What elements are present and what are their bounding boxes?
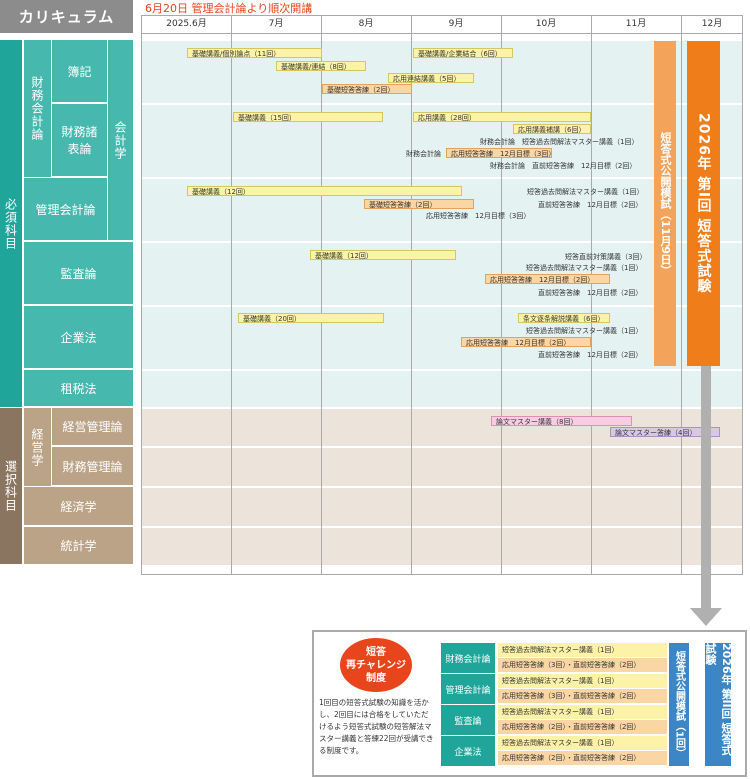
retry-subject: 財務会計論 <box>441 643 495 673</box>
group-financial: 財務会計論 <box>24 40 51 177</box>
group-elective: 選択科目 <box>0 408 22 564</box>
row-tokei <box>142 528 742 565</box>
group-accounting: 会計学 <box>108 40 133 240</box>
retry-item: 短答過去問解法マスター講義（1回） <box>498 705 667 719</box>
month-header: 11月 <box>625 19 647 29</box>
retry-item: 応用短答答練（3回）・直前短答答練（2回） <box>498 689 667 703</box>
retry-badge-line: 制度 <box>366 672 386 684</box>
retry-item: 短答過去問解法マスター講義（1回） <box>498 674 667 688</box>
mock-exam-bar: 短答式公開模試（11月9日） <box>654 41 676 366</box>
group-required: 必須科目 <box>0 40 22 407</box>
month-header: 2025.6月 <box>166 19 207 29</box>
schedule-bar: 応用講義補講（6回） <box>513 124 591 134</box>
schedule-text: 直前短答答練 12月目標（2回） <box>538 289 643 297</box>
schedule-text: 短答過去問解法マスター講義（1回） <box>526 327 643 335</box>
subtitle: 6月20日 管理会計論より順次開講 <box>145 2 313 15</box>
schedule-text: 直前短答答練 12月目標（2回） <box>538 351 643 359</box>
subject-zaimu: 財務諸表論 <box>52 104 107 176</box>
retry-badge-line: 短答 <box>366 646 386 658</box>
subject-keiei-kanri: 経営管理論 <box>52 408 133 445</box>
subject-boki: 簿記 <box>52 40 107 102</box>
month-header: 12月 <box>701 19 723 29</box>
retry-subject: 管理会計論 <box>441 674 495 704</box>
exam-bar: 2026年 第I回 短答式試験 <box>687 41 720 366</box>
retry-subject: 企業法 <box>441 736 495 766</box>
month-header: 7月 <box>268 19 284 29</box>
schedule-bar: 基礎講義（15回） <box>233 112 383 122</box>
retry-item: 応用短答答練（2回）・直前短答答練（2回） <box>498 720 667 734</box>
schedule-bar: 応用短答答練 12月目標（3回） <box>446 148 552 158</box>
month-header: 10月 <box>535 19 557 29</box>
group-management: 経営学 <box>24 408 51 486</box>
schedule-text: 財務会計論 短答過去問解法マスター講義（1回） <box>480 138 639 146</box>
page-title: カリキュラム <box>0 0 133 33</box>
schedule-text: 直前短答答練 12月目標（2回） <box>538 201 643 209</box>
subject-sozei: 租税法 <box>24 370 133 406</box>
schedule-bar: 基礎講義/連結（8回） <box>276 61 366 71</box>
schedule-bar: 応用短答答練 12月目標（2回） <box>485 274 610 284</box>
timeline-grid: 2025.6月 7月 8月 9月 10月 11月 12月 基礎講義/個別論点（1… <box>141 15 743 575</box>
retry-badge-line: 再チャレンジ <box>346 659 406 671</box>
retry-badge: 短答 再チャレンジ 制度 <box>340 638 412 692</box>
schedule-text: 財務会計論 直前短答答練 12月目標（2回） <box>490 162 637 170</box>
row-zaimu-kanri <box>142 448 742 486</box>
schedule-bar: 基礎講義（20回） <box>238 313 384 323</box>
schedule-bar: 基礎講義/企業結合（6回） <box>413 48 513 58</box>
subject-kigyo: 企業法 <box>24 306 133 368</box>
retry-item: 応用短答答練（3回）・直前短答答練（2回） <box>498 658 667 672</box>
retry-item: 短答過去問解法マスター講義（1回） <box>498 643 667 657</box>
schedule-text: 短答過去問解法マスター講義（1回） <box>526 264 643 272</box>
arrow-down-icon <box>701 366 711 609</box>
subject-tokei: 統計学 <box>24 527 133 564</box>
schedule-bar: 条文逐条解説講義（6回） <box>518 313 610 323</box>
schedule-bar: 論文マスター講義（8回） <box>491 416 632 426</box>
retry-exam-bar: 2026年 第II回 短答式試験 <box>704 643 733 766</box>
schedule-bar: 応用講義（28回） <box>413 112 591 122</box>
schedule-bar: 基礎講義/個別論点（11回） <box>187 48 322 58</box>
row-sozei <box>142 371 742 407</box>
month-header: 8月 <box>358 19 374 29</box>
retry-description: 1回目の短答式試験の知識を活かし、2回目には合格をしていただけるよう短答式試験の… <box>319 698 434 755</box>
schedule-bar: 論文マスター答練（4回） <box>610 427 720 437</box>
schedule-text: 短答過去問解法マスター講義（1回） <box>527 188 644 196</box>
schedule-bar: 基礎講義（12回） <box>187 186 462 196</box>
schedule-text: 短答直前対策講義（3回） <box>565 253 647 261</box>
subject-keizai: 経済学 <box>24 487 133 525</box>
schedule-bar: 応用短答答練 12月目標（2回） <box>461 337 591 347</box>
schedule-text: 財務会計論 <box>406 150 441 158</box>
retry-subject: 監査論 <box>441 705 495 735</box>
retry-item: 応用短答答練（2回）・直前短答答練（2回） <box>498 751 667 765</box>
arrow-head-icon <box>690 608 722 626</box>
month-header: 9月 <box>448 19 464 29</box>
schedule-bar: 基礎短答答練（2回） <box>322 84 412 94</box>
row-kigyo <box>142 307 742 369</box>
subject-zaimu-kanri: 財務管理論 <box>52 447 133 485</box>
subject-kanri: 管理会計論 <box>24 178 107 240</box>
retry-mock-bar: 短答式公開模試（1回） <box>669 643 689 766</box>
schedule-bar: 応用連結講義（5回） <box>388 73 474 83</box>
schedule-bar: 基礎短答答練（2回） <box>364 199 474 209</box>
retry-item: 短答過去問解法マスター講義（1回） <box>498 736 667 750</box>
row-keizai <box>142 488 742 526</box>
schedule-text: 応用短答答練 12月目標（3回） <box>426 212 531 220</box>
subject-kansa: 監査論 <box>24 242 133 304</box>
schedule-bar: 基礎講義（12回） <box>310 250 456 260</box>
